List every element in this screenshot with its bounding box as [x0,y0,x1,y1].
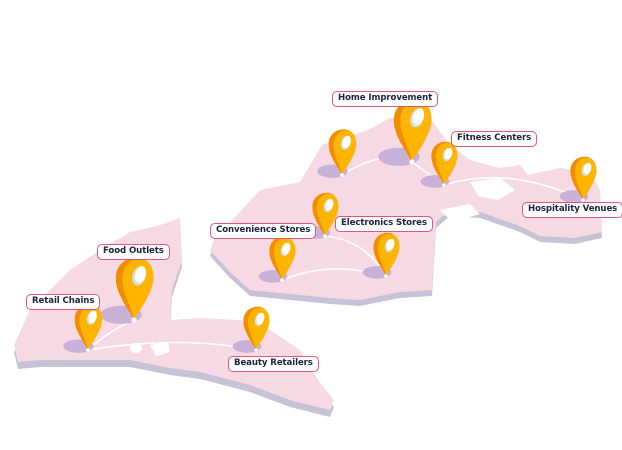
label-convenience-stores: Convenience Stores [210,223,317,239]
label-beauty-retailers: Beauty Retailers [228,356,319,372]
label-hospitality-venues: Hospitality Venues [522,202,622,218]
label-food-outlets: Food Outlets [97,244,170,260]
label-retail-chains: Retail Chains [26,294,101,310]
label-fitness-centers: Fitness Centers [451,131,538,147]
label-electronics-stores: Electronics Stores [335,216,433,232]
label-home-improvement: Home Improvement [332,91,439,107]
